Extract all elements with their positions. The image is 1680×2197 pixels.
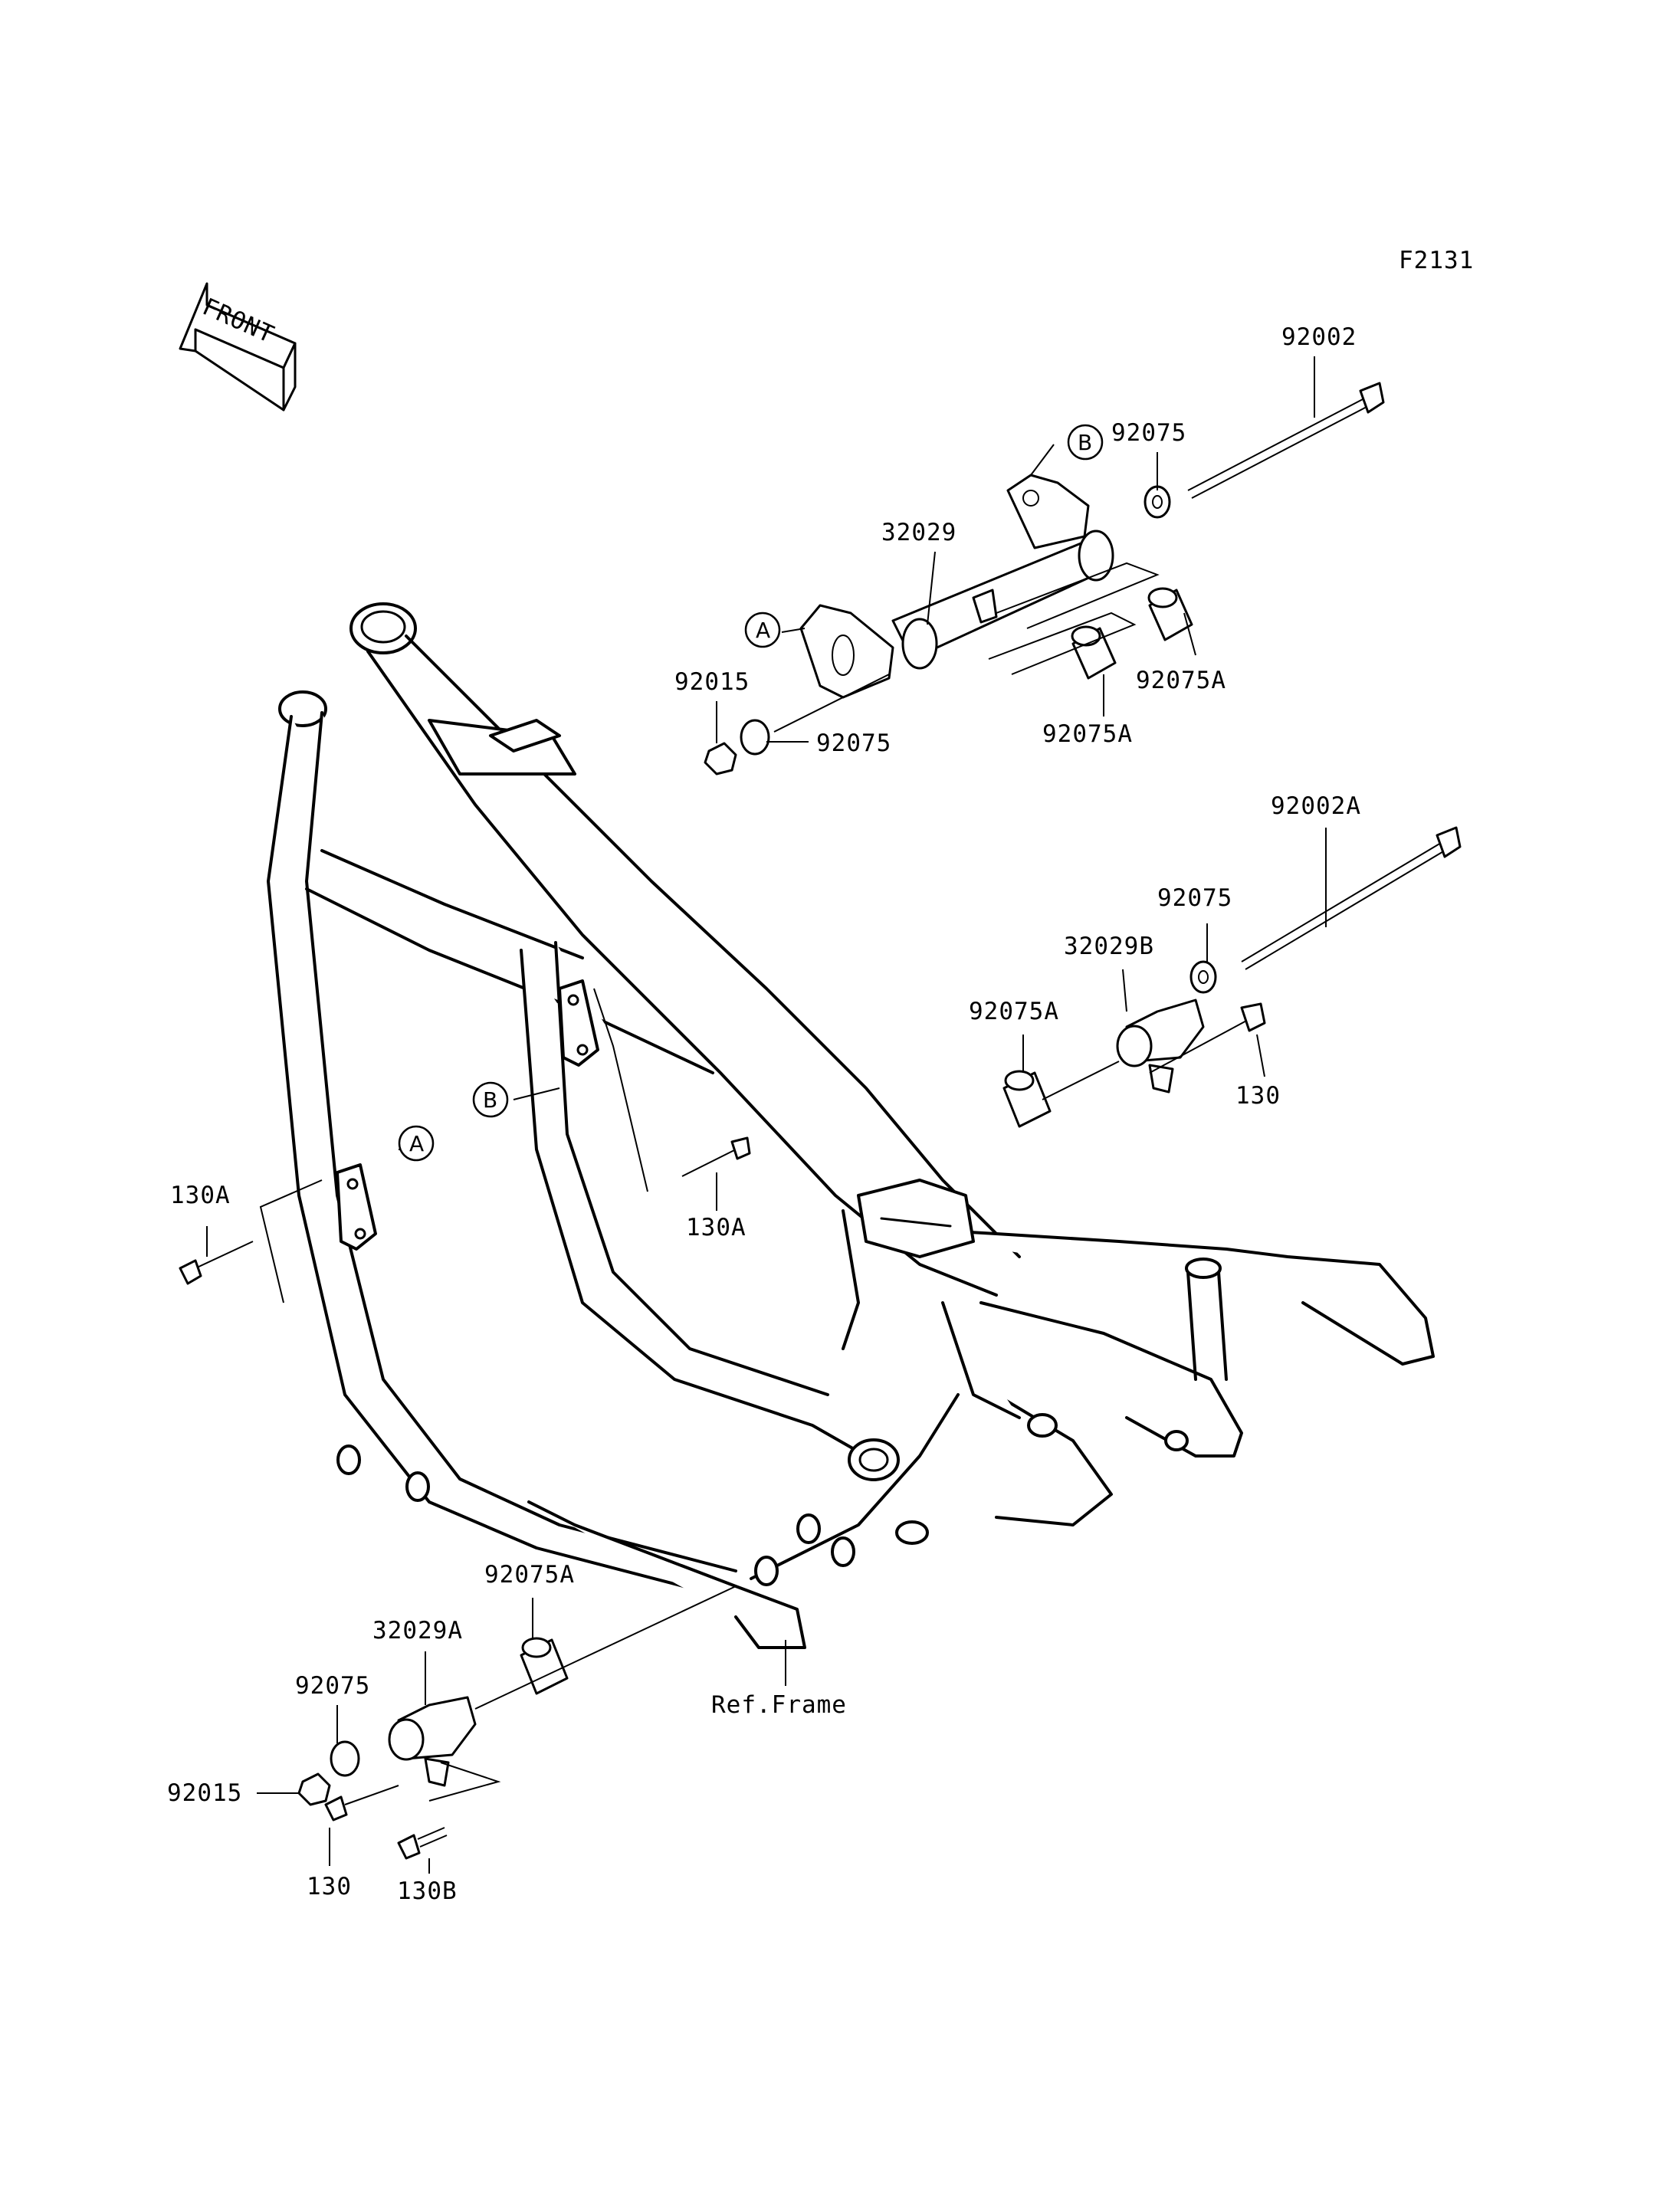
- callout-92075-top: 92075: [1111, 419, 1186, 447]
- ref-marker-b-frame: B: [472, 1081, 509, 1118]
- callout-92075A-right-mid: 92075A: [969, 998, 1059, 1025]
- callout-92002: 92002: [1281, 323, 1357, 351]
- bolt-130B: [397, 1827, 448, 1860]
- washer-92075-mid: [740, 719, 770, 756]
- callout-130-bottom: 130: [307, 1873, 352, 1900]
- svg-text:A: A: [409, 1131, 424, 1156]
- callout-92075A-bottom: 92075A: [484, 1561, 575, 1589]
- washer-92075-right: [1189, 960, 1217, 994]
- bolt-92002A: [1241, 826, 1462, 970]
- callout-92015-bottom: 92015: [167, 1779, 242, 1807]
- callout-92075A-right: 92075A: [1136, 667, 1226, 694]
- callout-130B: 130B: [397, 1877, 458, 1905]
- svg-text:B: B: [483, 1087, 497, 1113]
- callout-ref-frame: Ref.Frame: [711, 1691, 847, 1719]
- callout-32029A: 32029A: [372, 1617, 463, 1644]
- bolt-130-right: [1149, 1002, 1266, 1074]
- svg-text:B: B: [1078, 430, 1092, 455]
- washer-92075-top: [1144, 485, 1171, 519]
- washer-92075-bottom: [330, 1740, 360, 1777]
- bushing-92075A-right: [1147, 587, 1193, 641]
- bushing-92075A-right-mid: [1002, 1070, 1052, 1128]
- callout-92075-mid: 92075: [816, 730, 891, 757]
- callout-32029: 32029: [881, 519, 956, 546]
- bolt-130A-center: [681, 1136, 751, 1177]
- mount-plate-32029-a-side: [799, 604, 894, 699]
- svg-text:A: A: [756, 618, 770, 643]
- callout-32029B: 32029B: [1064, 933, 1154, 960]
- bushing-92075A-bottom: [520, 1637, 569, 1695]
- mount-bracket-32029A: [388, 1696, 477, 1787]
- callout-130-right: 130: [1235, 1082, 1281, 1110]
- ref-marker-b-top: B: [1067, 424, 1104, 461]
- bolt-130-bottom: [324, 1785, 399, 1822]
- mount-bracket-32029B: [1116, 998, 1205, 1094]
- bolt-130A-left: [179, 1241, 254, 1285]
- callout-92075A-mid: 92075A: [1042, 720, 1133, 748]
- motorcycle-frame: [267, 602, 1435, 1649]
- bushing-92075A-mid: [1071, 625, 1117, 680]
- bolt-92002: [1187, 382, 1385, 499]
- mount-plate-32029-b-side: [1006, 474, 1090, 549]
- callout-130A-center: 130A: [686, 1214, 746, 1241]
- callout-92075-right: 92075: [1157, 884, 1232, 912]
- callout-92002A: 92002A: [1271, 792, 1361, 820]
- nut-92015-bottom: [297, 1772, 331, 1806]
- callout-130A-left: 130A: [170, 1182, 231, 1209]
- diagram-code: F2131: [1399, 247, 1474, 274]
- ref-marker-a-frame: A: [398, 1125, 435, 1162]
- front-direction-arrow-icon: FRONT: [179, 282, 297, 412]
- callout-92075-bottom: 92075: [295, 1672, 370, 1700]
- ref-marker-a-top: A: [744, 612, 781, 648]
- callout-92015-top: 92015: [674, 668, 750, 696]
- nut-92015-top: [704, 742, 737, 776]
